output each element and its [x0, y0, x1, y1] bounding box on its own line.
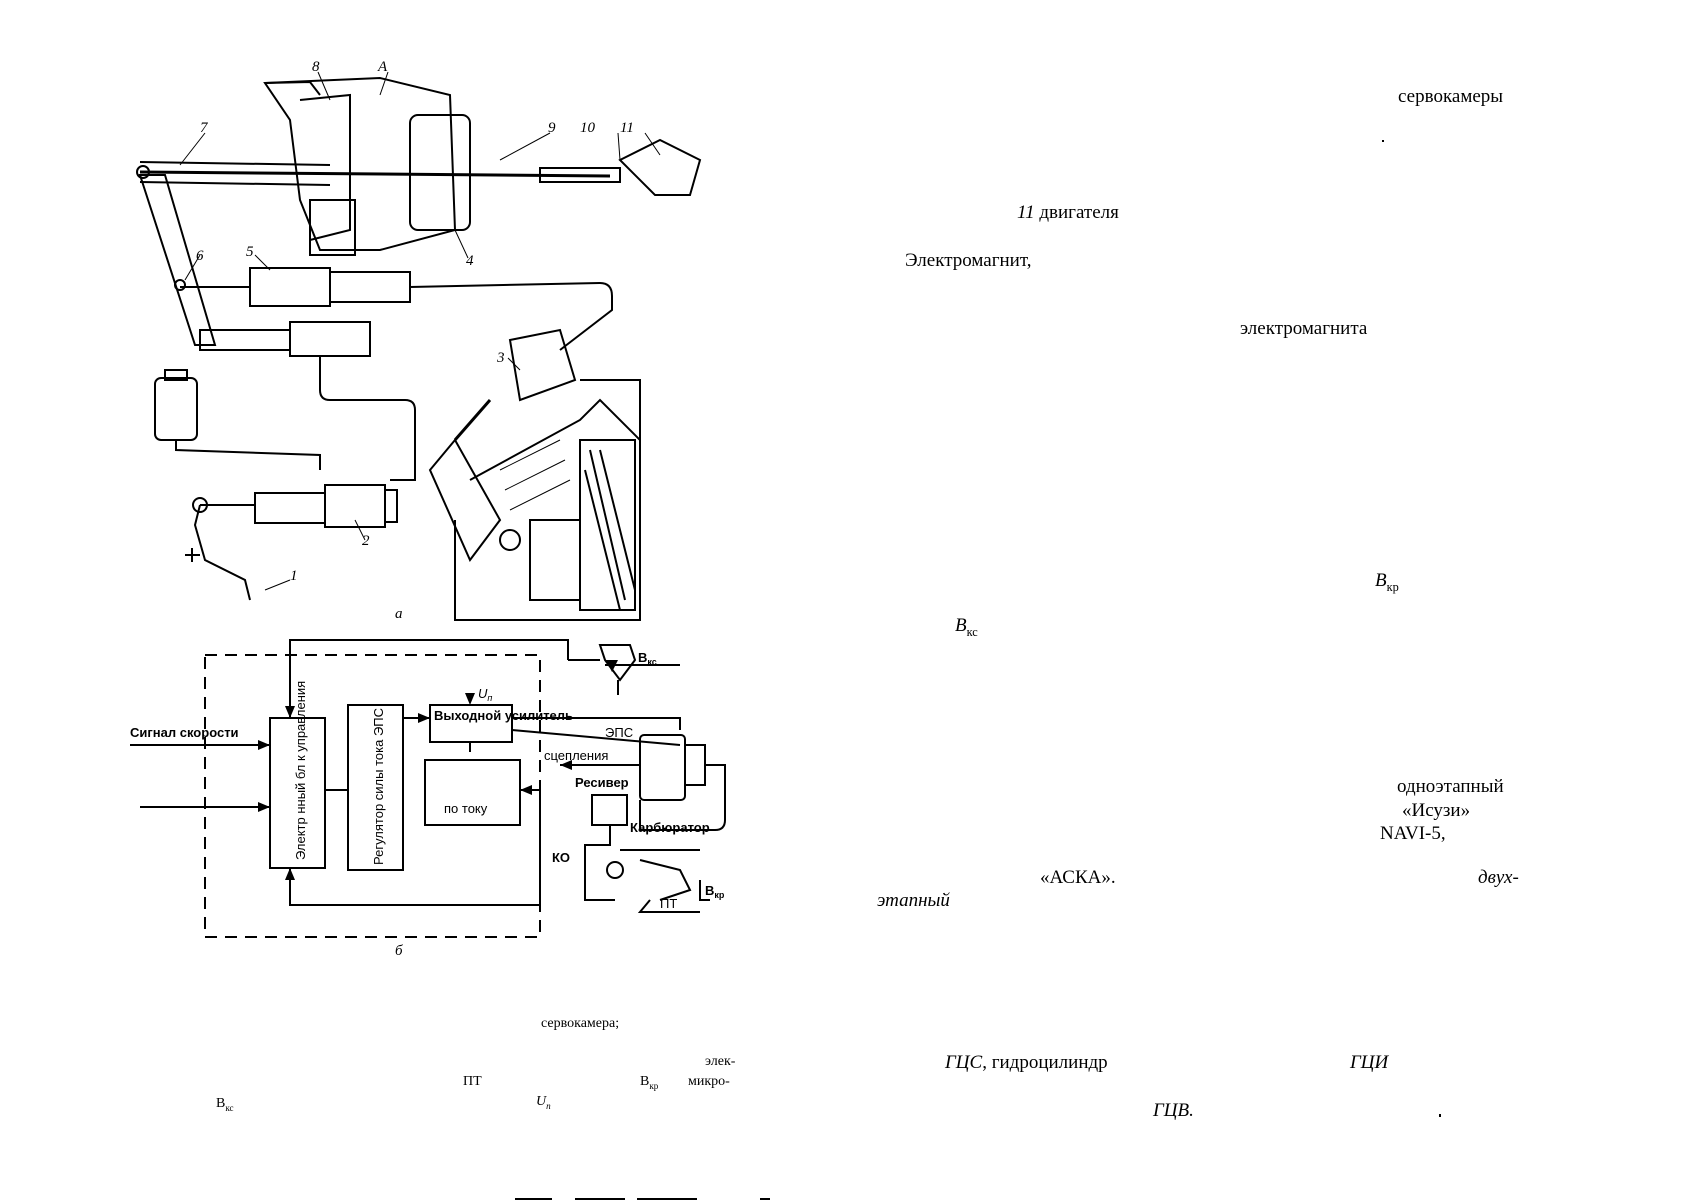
callout-6: 6 — [196, 248, 204, 264]
text-elektromagnita: электромагнита — [1240, 318, 1368, 339]
text-elektromagnit: Электромагнит, — [905, 250, 1032, 271]
text-gtsv: ГЦВ. — [1153, 1100, 1194, 1121]
text-etapny: этапный — [877, 890, 950, 911]
current-block — [424, 759, 521, 826]
caption-servo: сервокамера; — [541, 1016, 620, 1031]
text-dvigatelya: 11 двигателя — [1017, 202, 1119, 223]
clutch-label: сцепления — [544, 748, 608, 763]
clutch-actuator-figure: а б 1 2 3 4 5 6 7 8 9 10 11 А Сигнал ско… — [130, 59, 726, 959]
text-b-kr: Bкр — [1375, 570, 1399, 594]
sensor-bkc-icon — [598, 644, 637, 682]
ecu-block — [269, 717, 326, 869]
caption-b-kc: Вкс — [216, 1096, 234, 1113]
part-label-a: а — [395, 606, 403, 622]
regulator-block — [347, 704, 404, 871]
callout-2: 2 — [362, 533, 370, 549]
text-gts: ГЦС, гидроцилиндр — [945, 1052, 1108, 1073]
text-odnoetapny: одноэтапный — [1397, 776, 1504, 797]
text-isuzu: «Исузи» — [1402, 800, 1471, 821]
u-label: Uп — [478, 686, 492, 703]
text-servokamery: сервокамеры — [1398, 86, 1504, 107]
carburetor-label: Карбюратор — [630, 820, 710, 835]
current-block-label: по току — [444, 801, 488, 816]
ko-label: КО — [552, 850, 570, 865]
lever-6 — [138, 174, 217, 346]
caption-elek: элек- — [705, 1054, 736, 1069]
callout-4: 4 — [466, 253, 474, 269]
master-cylinder-2 — [254, 492, 326, 524]
speck — [1382, 140, 1384, 142]
caption-mikro: микро- — [688, 1074, 730, 1089]
callout-A: А — [377, 59, 388, 75]
text-b-kc: Bкс — [955, 615, 978, 639]
callout-1: 1 — [290, 568, 298, 584]
text-navi: NAVI-5, — [1380, 823, 1446, 844]
pedal-1 — [193, 504, 251, 601]
text-dvukh: двух- — [1478, 867, 1519, 888]
callout-7: 7 — [200, 120, 209, 136]
callout-8: 8 — [312, 59, 320, 75]
caption-b-kr: Вкр — [640, 1074, 659, 1091]
output-amplifier-label: Выходной усилитель — [434, 708, 573, 723]
reservoir — [154, 377, 198, 441]
receiver — [591, 794, 628, 826]
callout-10: 10 — [580, 120, 596, 136]
speed-signal-label: Сигнал скорости — [130, 725, 239, 740]
receiver-label: Ресивер — [575, 775, 629, 790]
text-gtsi: ГЦИ — [1350, 1052, 1389, 1073]
cylinder-5 — [249, 267, 331, 307]
text-aska: «АСКА». — [1040, 867, 1116, 888]
callout-11: 11 — [620, 120, 634, 136]
caption-u: Uп — [536, 1094, 551, 1111]
eps-label: ЭПС — [605, 725, 633, 740]
pt-label: ПТ — [660, 896, 677, 911]
callout-5: 5 — [246, 244, 254, 260]
ecu-label: Электр нный бл к управления — [293, 681, 308, 860]
part-label-b: б — [395, 943, 403, 959]
valve-11 — [618, 138, 702, 196]
caption-pt: ПТ — [463, 1074, 482, 1089]
ecu-dashed-frame — [204, 654, 541, 938]
b-kc-label: Вкс — [638, 650, 657, 667]
servo-piston — [409, 114, 471, 231]
b-kr-label: Вкр — [705, 883, 725, 900]
servo-chamber-housing — [263, 76, 457, 251]
regulator-label: Регулятор силы тока ЭПС — [371, 708, 386, 865]
slave-cylinder-3 — [508, 328, 577, 402]
callout-9: 9 — [548, 120, 556, 136]
speck-2 — [1439, 1114, 1441, 1117]
callout-3: 3 — [496, 350, 505, 366]
